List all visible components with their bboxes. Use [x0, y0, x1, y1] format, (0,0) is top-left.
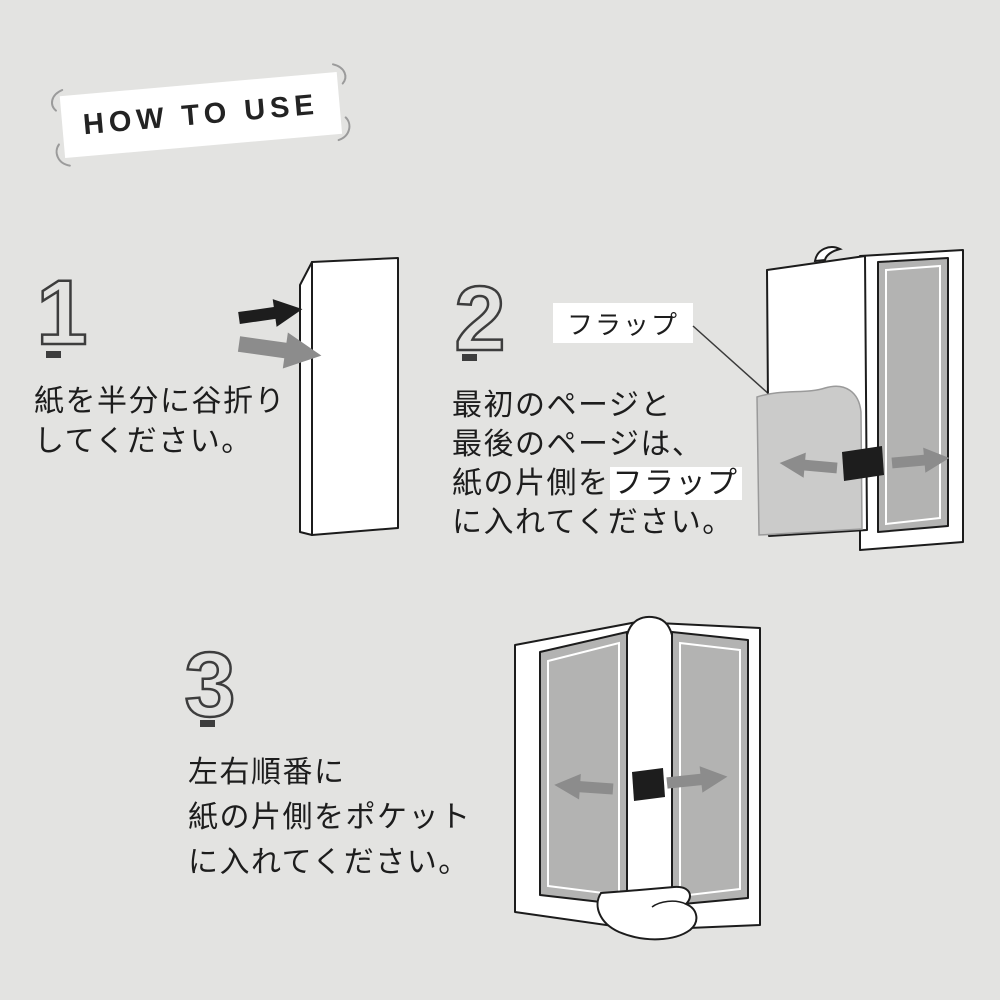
banner: HOW TO USE	[44, 51, 358, 181]
banner-end-right-top-hook	[331, 63, 347, 85]
folder-cover	[859, 249, 964, 551]
step2-text-line1: 最初のページと	[452, 389, 672, 422]
banner-end-decorations	[51, 63, 351, 167]
step1-text: 紙を半分に谷折り してください。	[34, 382, 286, 462]
step3-text-line2: 紙の片側をポケット	[188, 801, 472, 834]
step3-text-line3: に入れてください。	[188, 846, 470, 879]
step2-text-line4: に入れてください。	[452, 506, 734, 539]
page-top-curl	[813, 246, 843, 263]
banner-end-right-bottom-hook	[337, 116, 351, 142]
step3-number-text: 3	[184, 634, 235, 728]
banner-title: HOW TO USE	[81, 88, 321, 141]
right-pocket	[671, 631, 749, 906]
page-curl-detail-line	[651, 900, 687, 908]
leader-line	[692, 325, 771, 396]
step2-text-line3: 紙の片側をフラップ	[452, 464, 742, 503]
step1-illustration	[236, 257, 399, 536]
step2-text-line2: 最後のページは、	[452, 428, 704, 461]
step3-illustration	[514, 615, 761, 941]
step2-line3-prefix: 紙の片側を	[452, 467, 610, 500]
folded-paper-back-leaf	[299, 261, 313, 536]
elastic-band	[842, 446, 884, 481]
step2-number-text: 2	[454, 268, 505, 362]
step1-number-dash	[46, 351, 61, 358]
page-over-spine	[626, 615, 673, 906]
step1-text-line1: 紙を半分に谷折り	[34, 385, 286, 418]
flap-leader-line	[692, 325, 771, 396]
page-bottom-curl	[596, 885, 698, 941]
folded-paper-front-leaf	[311, 257, 399, 536]
step2-number-dash	[462, 354, 477, 361]
step2-text: 最初のページと 最後のページは、 紙の片側をフラップ に入れてください。	[452, 386, 742, 542]
banner-end-left-bottom-hook	[55, 143, 71, 167]
elastic-band	[632, 768, 665, 801]
left-pocket	[539, 631, 628, 906]
fold-arrow-black-icon	[237, 295, 305, 332]
cover-panel-stitch-line	[885, 264, 941, 526]
cover-inner-panel	[877, 257, 949, 533]
flap-callout-label: フラップ	[553, 303, 693, 343]
banner-end-left-top-hook	[51, 88, 64, 112]
step3-text-line1: 左右順番に	[188, 756, 346, 789]
flap-callout-text: フラップ	[566, 310, 679, 340]
step1-number-text: 1	[36, 262, 87, 356]
step1-text-line2: してください。	[34, 425, 253, 458]
folded-paper	[299, 257, 399, 536]
step3-text: 左右順番に 紙の片側をポケット に入れてください。	[188, 750, 472, 885]
step2-number: 2	[453, 268, 507, 362]
step2-illustration	[756, 246, 964, 551]
right-pocket-stitch-line	[679, 641, 741, 898]
inserted-page-center	[596, 615, 698, 941]
step1-number: 1	[35, 262, 89, 356]
step3-number: 3	[183, 634, 237, 728]
step2-line3-flap-highlight: フラップ	[609, 467, 742, 500]
step3-number-dash	[200, 720, 215, 727]
